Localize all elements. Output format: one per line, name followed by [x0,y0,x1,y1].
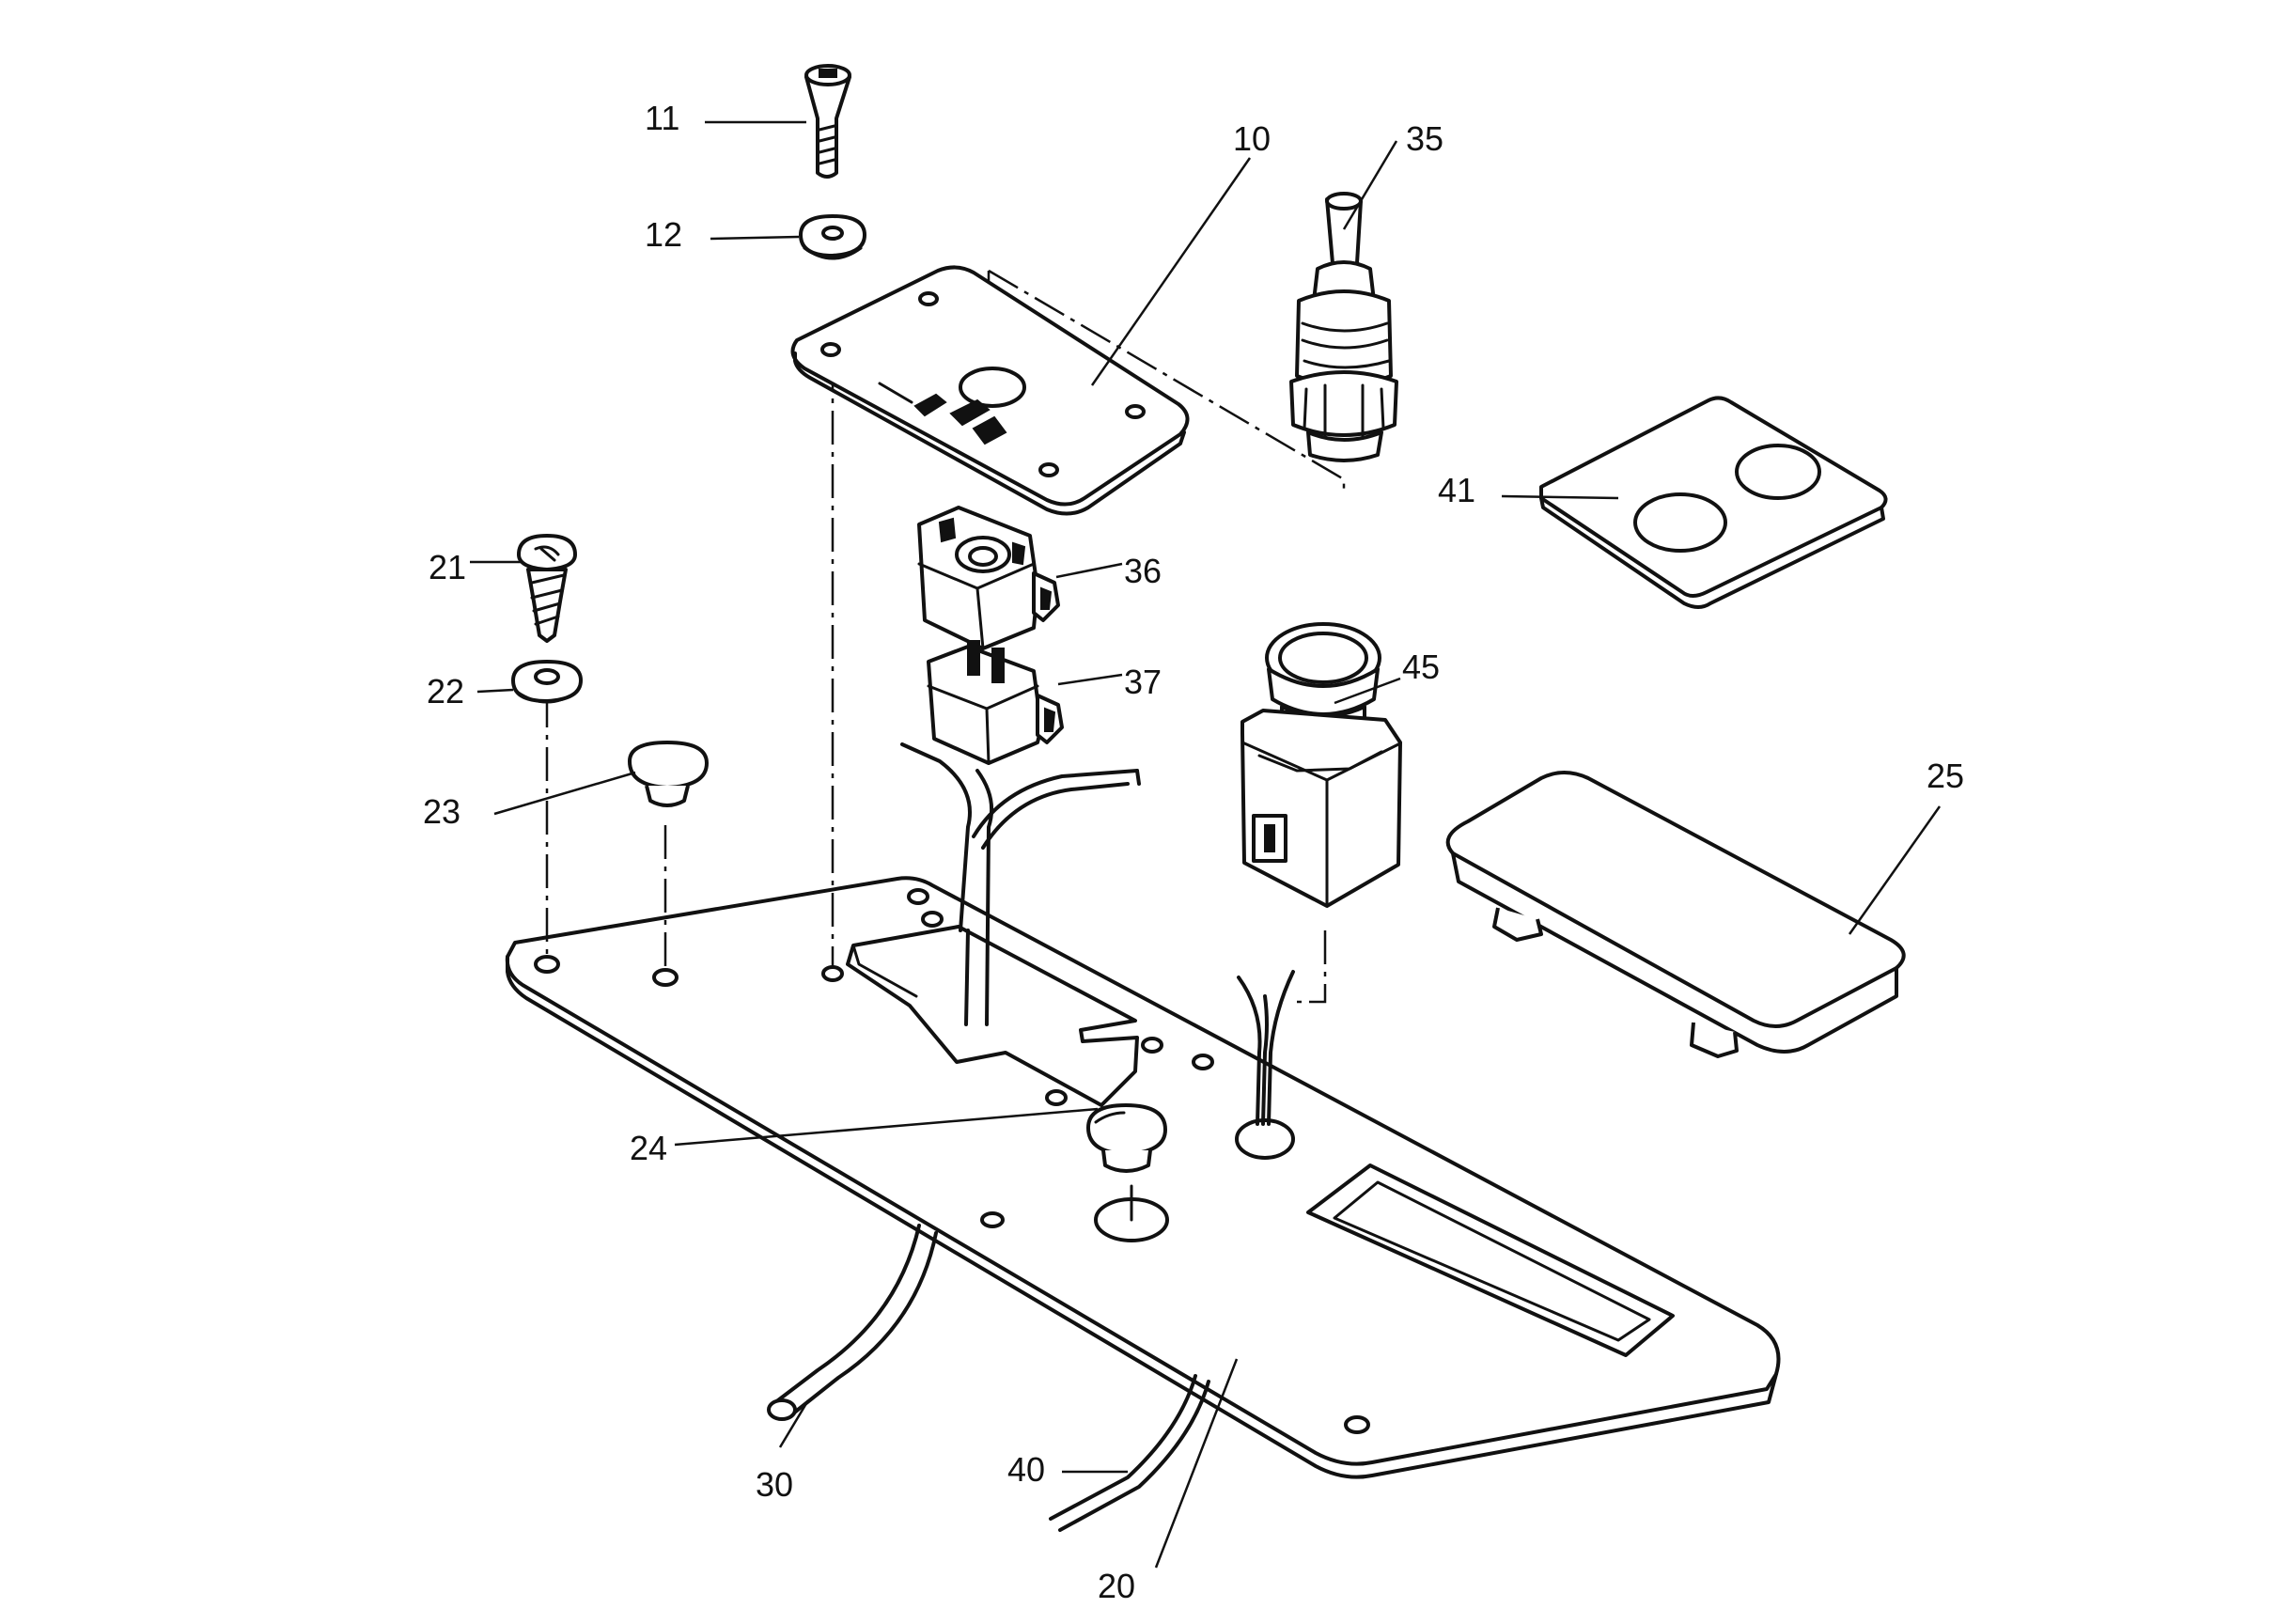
contact-block-36 [917,506,1060,650]
callout-45: 45 [1402,648,1440,686]
cover-plate-10 [790,265,1190,516]
callout-10: 10 [1233,119,1271,158]
callout-37: 37 [1124,663,1162,701]
wiring-push-button [1237,970,1295,1126]
plug-23 [628,741,709,807]
callout-24: 24 [630,1129,667,1167]
wiring-harness-upper [900,742,1141,1026]
washer-12 [799,214,866,260]
screw-11 [804,64,851,179]
plug-24 [1086,1103,1167,1173]
cable-40 [1049,1374,1210,1532]
callout-11: 11 [645,99,679,137]
contact-block-37 [927,640,1064,765]
lens-cover-41 [1539,396,1888,609]
washer-22 [511,660,583,704]
leader-lines [470,120,1942,1569]
callout-23: 23 [423,792,460,831]
callout-21: 21 [429,548,466,586]
callout-36: 36 [1124,552,1162,590]
callout-22: 22 [427,672,464,710]
callout-20: 20 [1098,1567,1135,1605]
cable-30 [767,1224,938,1421]
base-plate-20 [505,876,1781,1479]
callout-12: 12 [645,215,682,254]
callout-labels: 11 12 10 35 41 36 37 45 25 21 22 23 24 3… [423,99,1964,1605]
toggle-switch-35 [1289,192,1398,462]
push-button-45 [1240,622,1402,908]
cover-25 [1445,771,1906,1058]
callout-41: 41 [1438,471,1475,509]
callout-40: 40 [1007,1450,1045,1489]
callout-25: 25 [1927,757,1964,795]
callout-35: 35 [1406,119,1443,158]
callout-30: 30 [756,1465,793,1504]
screw-21 [517,534,577,643]
centerline-button-45 [1293,930,1327,1004]
